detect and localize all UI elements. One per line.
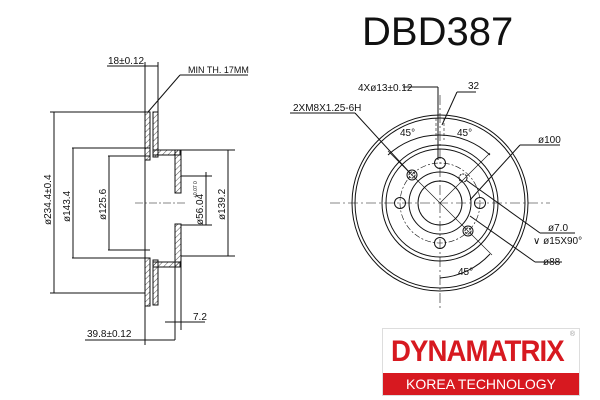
brand-logo: DYNAMATRIX ® KOREA TECHNOLOGY bbox=[382, 328, 580, 396]
side-view-labels: 18±0.12 MIN TH. 17MM ø234.4±0.4 ø143.4 ø… bbox=[43, 56, 249, 340]
registered-mark: ® bbox=[569, 331, 575, 338]
svg-text:+0.07 0: +0.07 0 bbox=[193, 181, 199, 198]
svg-text:39.8±0.12: 39.8±0.12 bbox=[87, 329, 132, 340]
brand-tagline: KOREA TECHNOLOGY bbox=[383, 373, 579, 395]
svg-text:ø88: ø88 bbox=[543, 257, 561, 268]
svg-text:7.2: 7.2 bbox=[193, 312, 207, 323]
svg-text:ø7.0: ø7.0 bbox=[548, 223, 568, 234]
svg-text:18±0.12: 18±0.12 bbox=[108, 56, 145, 67]
svg-text:MIN TH. 17MM: MIN TH. 17MM bbox=[188, 65, 249, 75]
svg-text:∨ ø15X90°: ∨ ø15X90° bbox=[533, 236, 582, 247]
svg-text:45°: 45° bbox=[400, 128, 415, 139]
brand-name: DYNAMATRIX bbox=[391, 335, 565, 368]
part-number-title: DBD387 bbox=[362, 10, 514, 54]
svg-text:ø234.4±0.4: ø234.4±0.4 bbox=[43, 174, 54, 225]
front-view bbox=[290, 86, 575, 310]
svg-text:ø125.6: ø125.6 bbox=[98, 188, 109, 220]
svg-text:ø56.04: ø56.04 bbox=[195, 193, 206, 225]
svg-text:45°: 45° bbox=[457, 128, 472, 139]
side-view bbox=[50, 62, 248, 345]
front-view-labels: 4Xø13±0.12 32 2XM8X1.25-6H 45° 45° 45° ø… bbox=[293, 81, 582, 278]
svg-text:ø100: ø100 bbox=[538, 135, 561, 146]
svg-text:45°: 45° bbox=[458, 267, 473, 278]
svg-text:2XM8X1.25-6H: 2XM8X1.25-6H bbox=[293, 103, 361, 114]
svg-text:ø143.4: ø143.4 bbox=[62, 190, 73, 222]
svg-text:4Xø13±0.12: 4Xø13±0.12 bbox=[358, 83, 413, 94]
svg-text:32: 32 bbox=[468, 81, 480, 92]
svg-text:ø139.2: ø139.2 bbox=[217, 188, 228, 220]
